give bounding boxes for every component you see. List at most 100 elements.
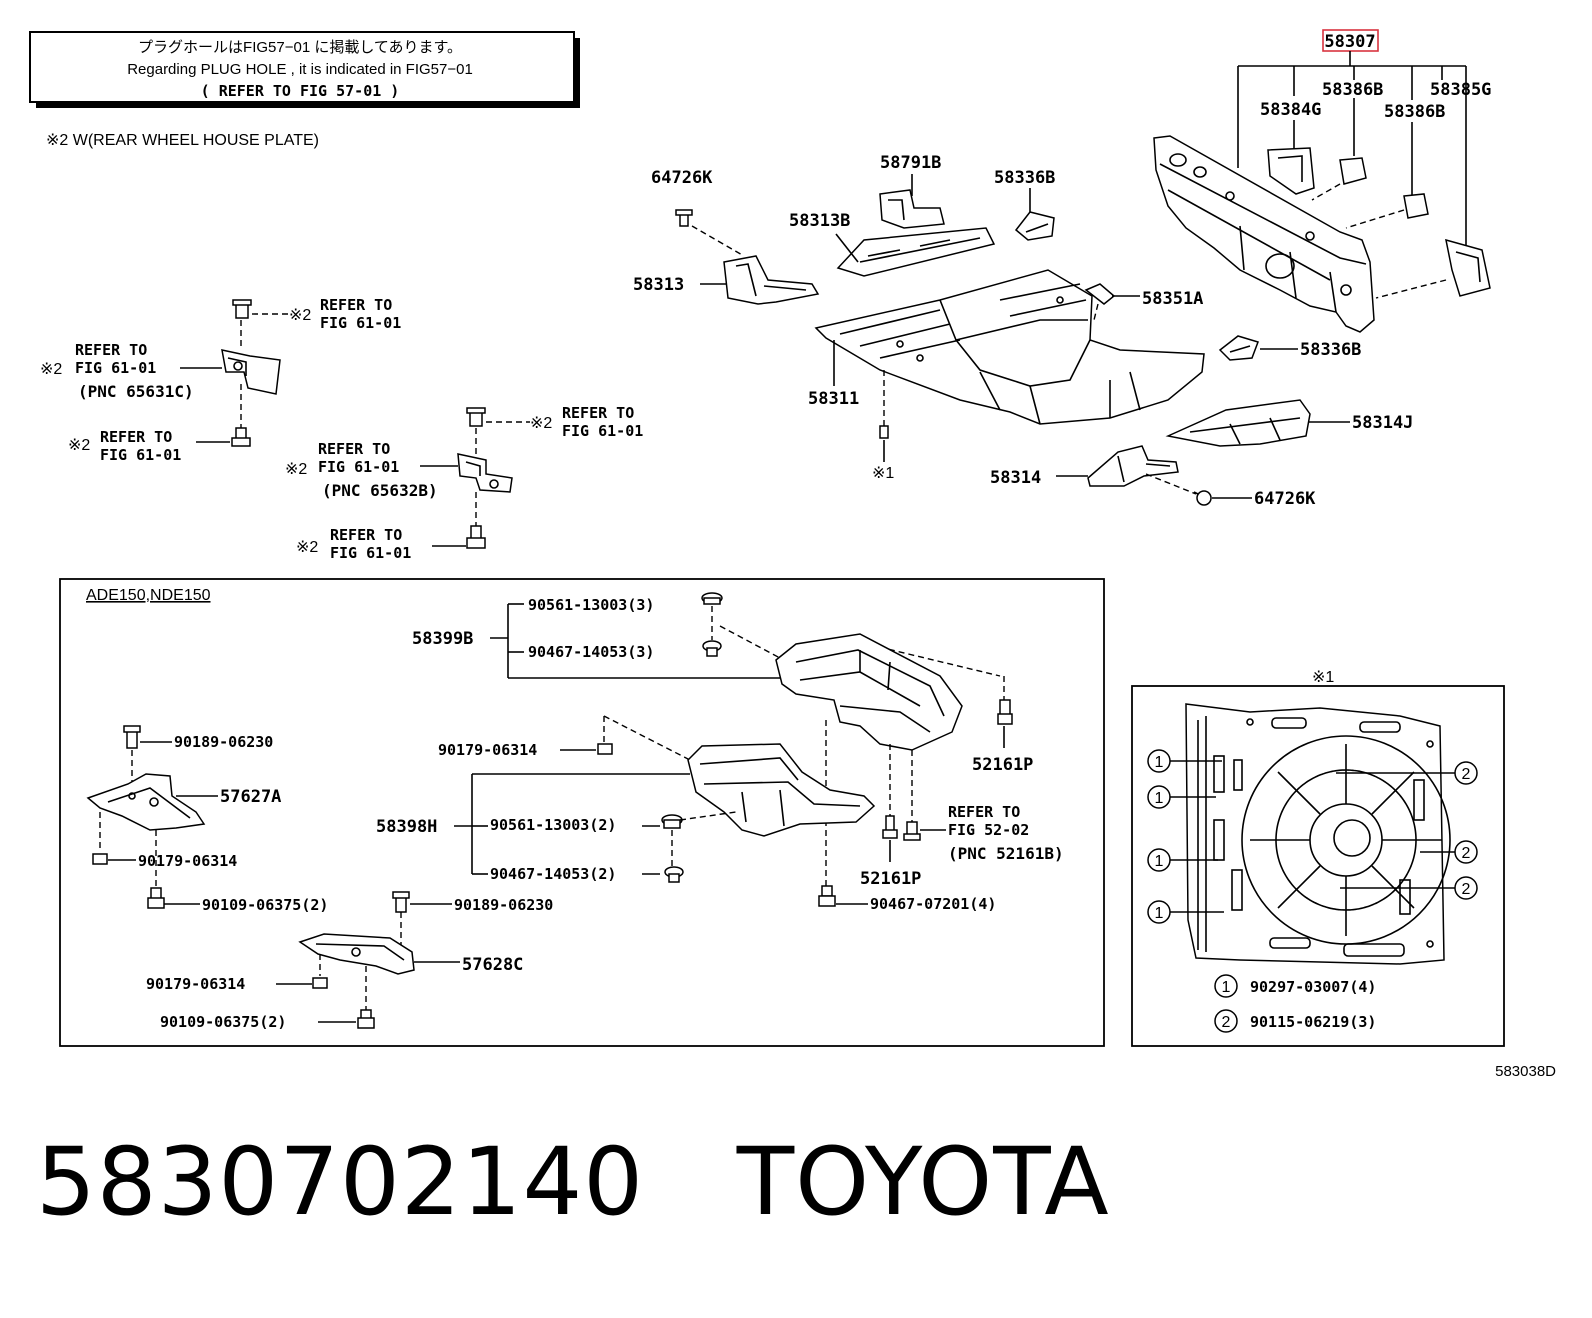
undercover-58399B — [775, 633, 963, 751]
label-58386B-2: 58386B — [1384, 102, 1445, 122]
legend-part-1: 90297-03007(4) — [1250, 978, 1376, 996]
ref-b-line2: FIG 61-01 — [75, 359, 156, 377]
label-57628C: 57628C — [462, 955, 523, 975]
panel-58313B — [836, 227, 996, 277]
engine-undercover-section: ADE150,NDE150 58399B 90561-13003(3) 9046… — [59, 578, 1105, 1047]
label-58313B: 58313B — [789, 211, 850, 231]
label-58791B: 58791B — [880, 153, 941, 173]
label-90561-3: 90561-13003(3) — [528, 596, 654, 614]
callout-1-a: 1 — [1147, 749, 1222, 773]
ref-52-line2: FIG 52-02 — [948, 821, 1029, 839]
ref-e-line1: REFER TO — [318, 440, 390, 458]
note-line-jp: プラグホールはFIG57−01 に掲載してあります。 — [138, 39, 462, 56]
bracket-57627A — [86, 773, 206, 831]
callout-1-d: 1 — [1147, 900, 1224, 924]
undercover-58398H — [687, 743, 876, 837]
clip-90561-3 — [701, 592, 723, 605]
wheel-house-plate-65632b — [457, 453, 513, 493]
clip-90467-4 — [818, 885, 836, 907]
label-58386B-1: 58386B — [1322, 80, 1383, 100]
label-90179-center: 90179-06314 — [438, 741, 537, 759]
ref-a-line1: REFER TO — [320, 296, 392, 314]
clip-top-1 — [232, 299, 252, 319]
label-58311: 58311 — [808, 389, 859, 409]
pnc-52161b-label: (PNC 52161B) — [948, 844, 1064, 863]
part-number-caption: 5830702140 TOYOTA — [36, 1128, 1110, 1237]
ref-f-line2: FIG 61-01 — [330, 544, 411, 562]
note-line-ref: ( REFER TO FIG 57-01 ) — [201, 82, 400, 100]
bracket-58386B-2 — [1403, 193, 1429, 219]
svg-text:1: 1 — [1155, 905, 1164, 922]
legend-item-2: 2 90115-06219(3) — [1214, 1009, 1376, 1033]
label-90109-b: 90109-06375(2) — [160, 1013, 286, 1031]
plug-hole-note: プラグホールはFIG57−01 に掲載してあります。 Regarding PLU… — [29, 31, 580, 108]
nut-90179-c — [312, 977, 328, 989]
bolt-2 — [466, 525, 486, 549]
label-58313: 58313 — [633, 275, 684, 295]
bracket-58791B — [879, 189, 945, 229]
pnc-65632b-label: (PNC 65632B) — [322, 481, 438, 500]
wheel-house-plate-group-2: ※2 REFER TO FIG 61-01 REFER TO ※2 FIG 61… — [285, 404, 643, 562]
ref-c-line1: REFER TO — [100, 428, 172, 446]
legend-part-2: 90115-06219(3) — [1250, 1013, 1376, 1031]
bracket-58386B-1 — [1339, 157, 1367, 185]
grommet-64726K-1 — [675, 209, 693, 227]
bracket-58336B-2 — [1218, 335, 1259, 361]
svg-text:1: 1 — [1222, 979, 1231, 996]
rear-floor-pan-assembly: 64726K 58313 58313B 58791B — [633, 29, 1491, 509]
mark2-ref-a: ※2 — [289, 307, 311, 324]
mark2-definition: ※2 W(REAR WHEEL HOUSE PLATE) — [46, 132, 319, 149]
wheel-house-plate-group-1: ※2 REFER TO FIG 61-01 REFER TO ※2 FIG 61… — [40, 296, 401, 464]
ref-c-line2: FIG 61-01 — [100, 446, 181, 464]
ref-d-line1: REFER TO — [562, 404, 634, 422]
wheel-house-plate-65631c — [221, 349, 281, 395]
label-90189-b: 90189-06230 — [454, 896, 553, 914]
svg-text:2: 2 — [1462, 845, 1471, 862]
clip-52161P-1 — [997, 699, 1013, 725]
label-58384G: 58384G — [1260, 100, 1321, 120]
ref-b-line1: REFER TO — [75, 341, 147, 359]
nut-90179-b — [92, 853, 108, 865]
note-line-en: Regarding PLUG HOLE , it is indicated in… — [127, 61, 473, 78]
svg-text:2: 2 — [1462, 766, 1471, 783]
clip-90561-2 — [661, 814, 683, 829]
ref-52-line1: REFER TO — [948, 803, 1020, 821]
label-90189-a: 90189-06230 — [174, 733, 273, 751]
plug-mark1 — [879, 425, 889, 439]
label-57627A: 57627A — [220, 787, 281, 807]
mark1-detail-section: ※1 1 — [1131, 669, 1505, 1047]
label-90109-a: 90109-06375(2) — [202, 896, 328, 914]
panel-58314J — [1165, 399, 1311, 447]
mark2-ref-f: ※2 — [296, 539, 318, 556]
label-64726K-1: 64726K — [651, 168, 713, 188]
bracket-58313 — [723, 255, 820, 305]
section-title: ADE150,NDE150 — [86, 587, 211, 604]
pnc-65631c-label: (PNC 65631C) — [78, 382, 194, 401]
label-90467-3: 90467-14053(3) — [528, 643, 654, 661]
mark1-label: ※1 — [872, 465, 894, 482]
label-58314: 58314 — [990, 468, 1041, 488]
spare-tire-well-panel — [1185, 703, 1451, 965]
clip-52161P-2 — [882, 815, 898, 839]
clip-90189-a — [123, 725, 141, 749]
clip-90467-3 — [702, 640, 722, 657]
bracket-57628C — [298, 933, 415, 975]
label-58336B-1: 58336B — [994, 168, 1055, 188]
svg-text:1: 1 — [1155, 790, 1164, 807]
ref-f-line1: REFER TO — [330, 526, 402, 544]
clip-top-2 — [466, 407, 486, 427]
floor-pan-58311 — [814, 269, 1205, 425]
rear-panel-58307 — [1153, 135, 1375, 333]
label-58399B: 58399B — [412, 629, 473, 649]
mark2-ref-c: ※2 — [68, 437, 90, 454]
legend-item-1: 1 90297-03007(4) — [1214, 974, 1376, 998]
callout-1-c: 1 — [1147, 848, 1218, 872]
callout-1-b: 1 — [1147, 785, 1216, 809]
callout-2-b: 2 — [1420, 840, 1478, 864]
svg-text:2: 2 — [1222, 1014, 1231, 1031]
bracket-58336B-1 — [1014, 211, 1055, 241]
ref-a-line2: FIG 61-01 — [320, 314, 401, 332]
bracket-58384G — [1267, 147, 1315, 195]
label-90179-c: 90179-06314 — [146, 975, 245, 993]
